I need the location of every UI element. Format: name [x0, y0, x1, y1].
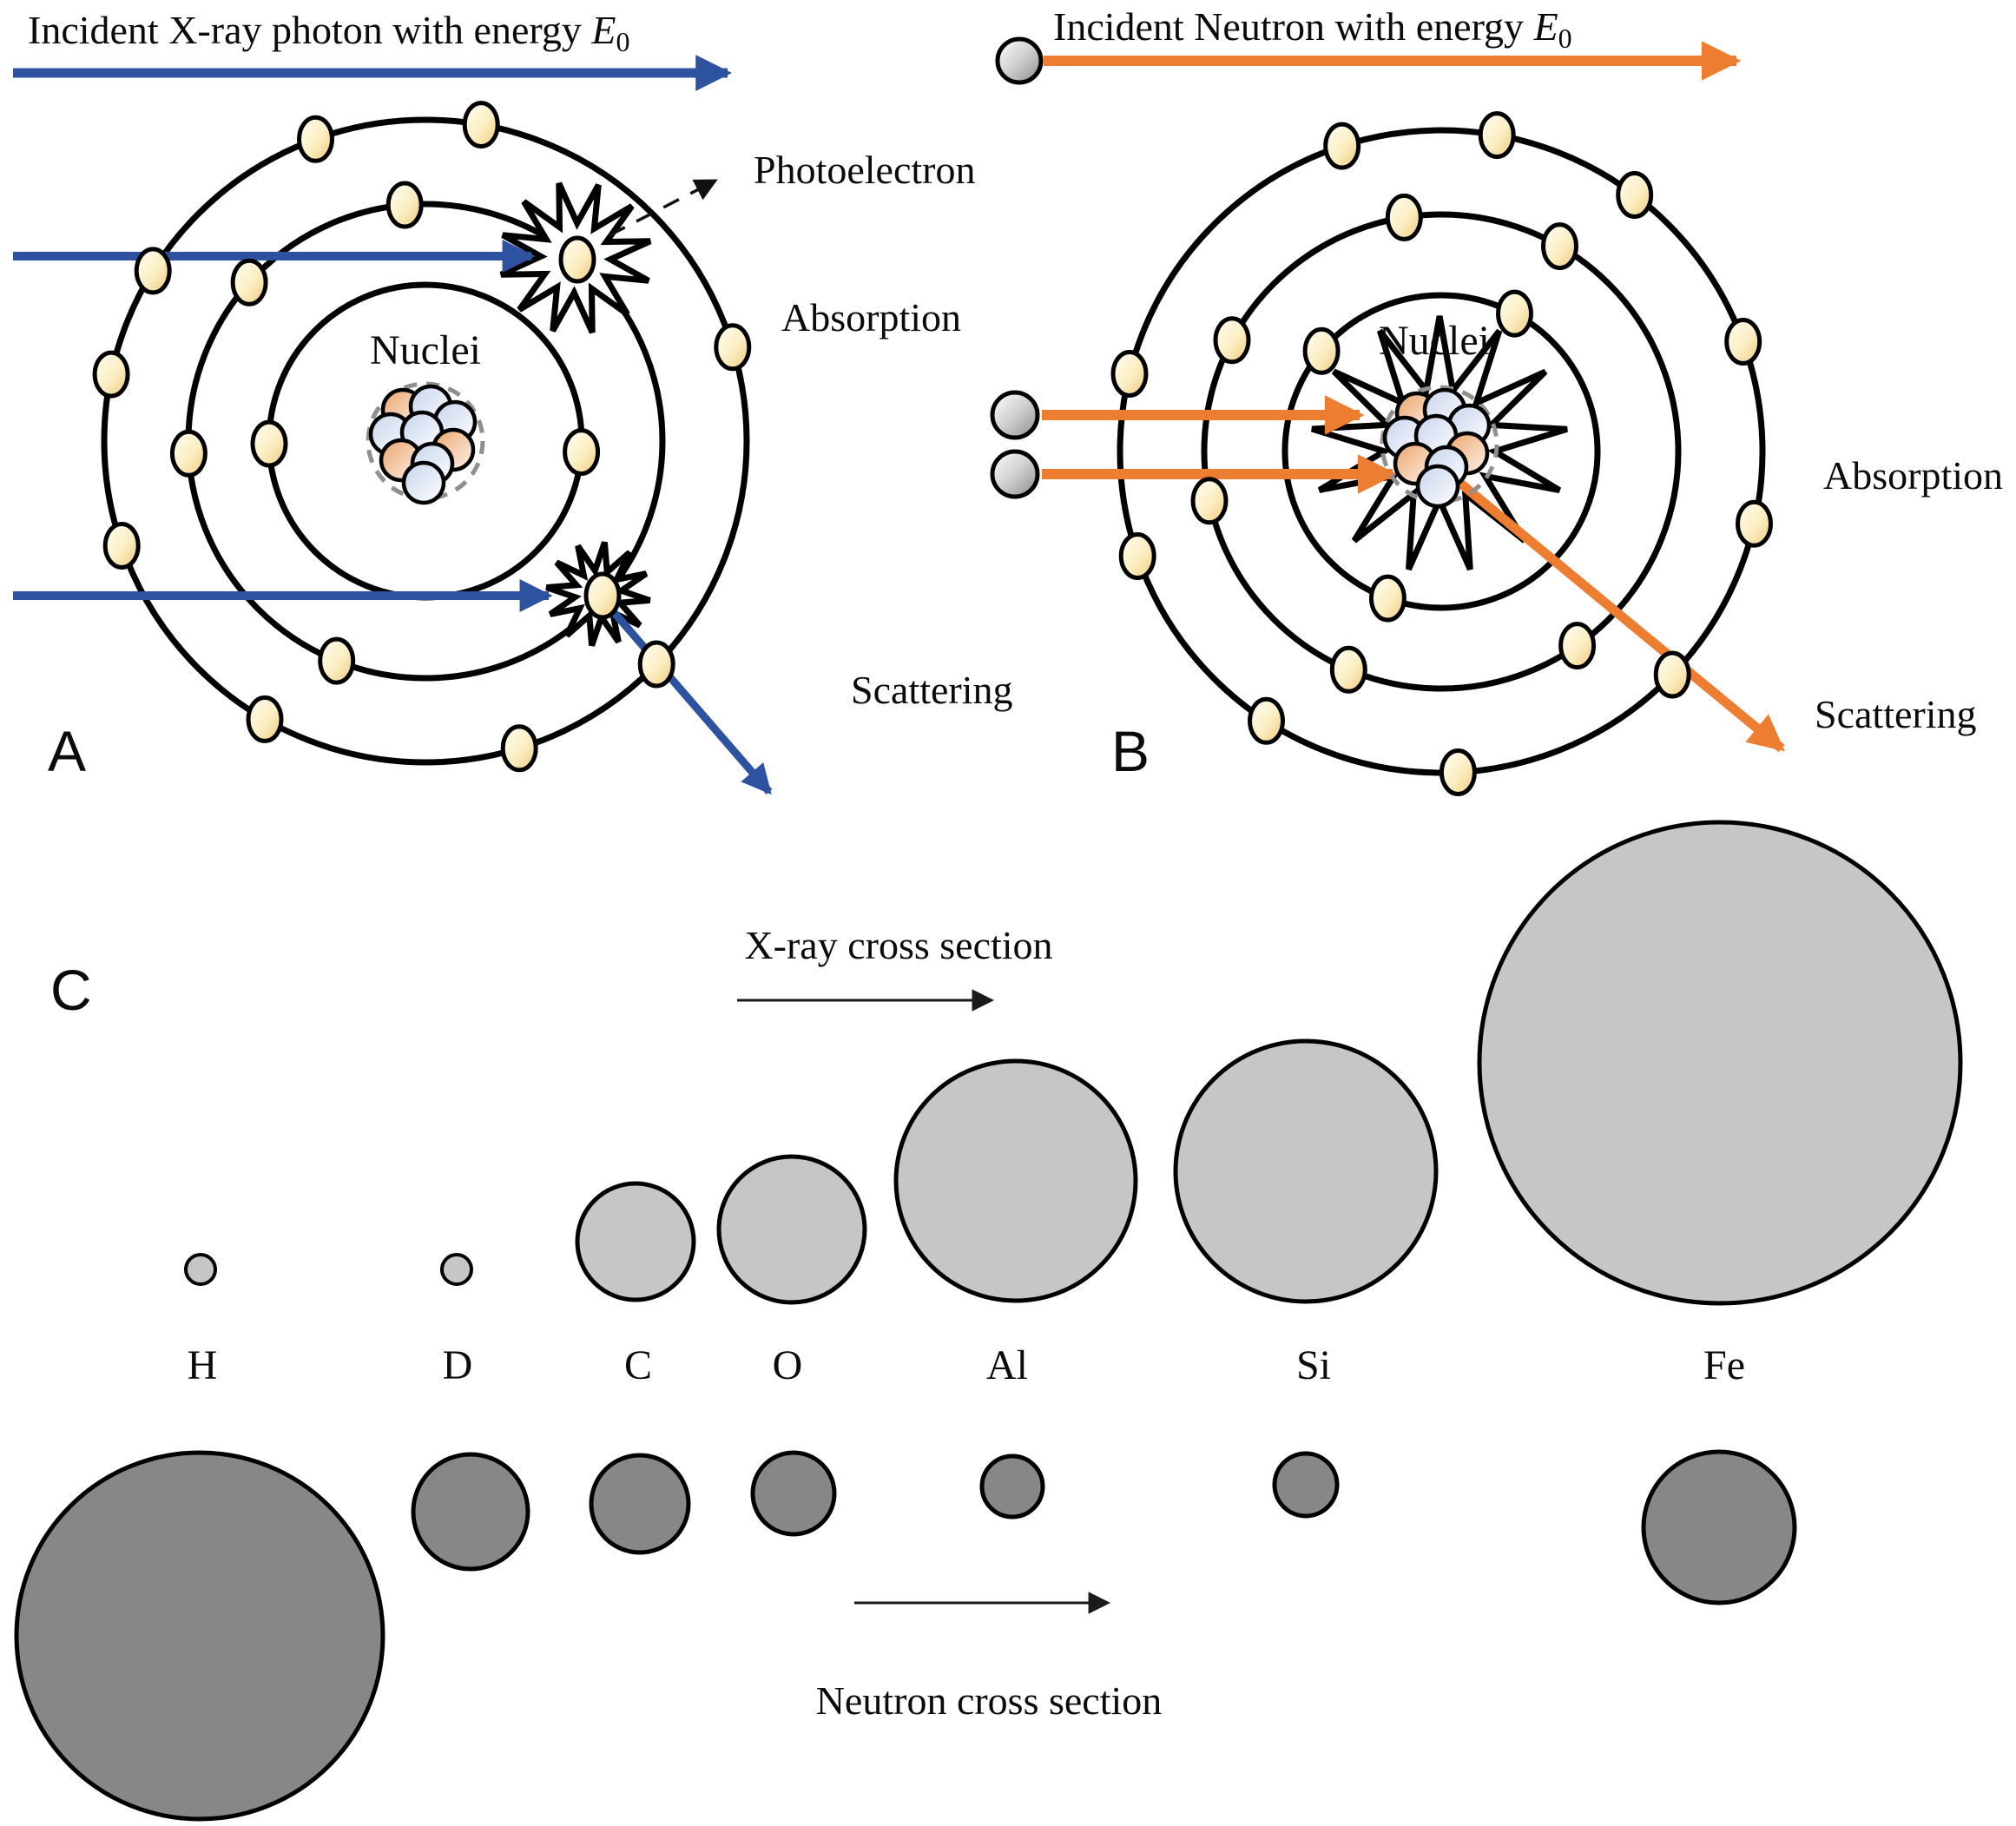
- electron-icon: [1439, 748, 1477, 796]
- neutron-ball-icon: [990, 390, 1040, 440]
- nucleus-a-icon: [366, 381, 485, 505]
- absorption-label-a: Absorption: [781, 295, 961, 339]
- electron-icon: [250, 419, 288, 468]
- xray-cross-section-circle-Fe: [1477, 820, 1963, 1306]
- electron-icon: [297, 115, 334, 163]
- xray-cross-section-circle-O: [716, 1154, 867, 1305]
- atom-b-inner-shell: [1281, 292, 1601, 611]
- xray-cross-section-circle-Al: [893, 1058, 1138, 1303]
- scattering-label-b: Scattering: [1815, 692, 1977, 736]
- electron-icon: [500, 724, 538, 773]
- nuclei-label-a: Nuclei: [370, 327, 481, 373]
- panel-b: Incident Neutron with energy E0 Nuclei A…: [990, 4, 2003, 796]
- electron-icon: [1213, 316, 1251, 365]
- electron-icon: [246, 695, 284, 743]
- nucleus-boundary-icon: [366, 381, 485, 501]
- nucleus-b-icon: [1380, 385, 1499, 509]
- panel-a: Incident X-ray photon with energy E0 Nuc…: [13, 8, 1013, 795]
- neutron-cross-section-circle-D: [411, 1452, 530, 1572]
- panel-c-letter: C: [50, 958, 92, 1022]
- electron-icon: [1118, 532, 1156, 580]
- panel-a-letter: A: [48, 719, 86, 783]
- neutron-cross-section-circle-C: [589, 1453, 691, 1555]
- nuclei-label-b: Nuclei: [1379, 318, 1490, 364]
- element-label-C: C: [624, 1342, 652, 1388]
- incident-neutron-icon: [995, 36, 1044, 85]
- electron-icon: [1653, 650, 1691, 699]
- electron-icon: [1724, 318, 1762, 366]
- neutron-ball-icon: [990, 449, 1040, 499]
- electron-icon: [1302, 326, 1341, 375]
- electron-icon: [1385, 193, 1423, 241]
- scattering-label-a: Scattering: [851, 668, 1013, 712]
- neutron-cross-section-circle-O: [750, 1450, 837, 1537]
- electron-icon: [1558, 622, 1597, 670]
- electron-icon: [1368, 574, 1407, 623]
- element-label-Fe: Fe: [1703, 1342, 1745, 1388]
- electron-icon: [1329, 645, 1367, 694]
- neutron-cross-section-circle-Si: [1272, 1451, 1340, 1519]
- neutron-scattered-arrow-icon: [1440, 465, 1785, 753]
- xray-cross-section-circle-H: [184, 1253, 217, 1286]
- xray-cross-section-circle-D: [440, 1253, 473, 1286]
- atom-b-electrons: [1110, 111, 1773, 796]
- electron-icon: [1616, 171, 1654, 219]
- panel-a-title: Incident X-ray photon with energy E0: [28, 8, 629, 57]
- panel-b-title: Incident Neutron with energy E0: [1053, 4, 1572, 54]
- xray-cross-section-circle-C: [575, 1181, 696, 1302]
- neutron-cross-section-circle-Al: [979, 1454, 1045, 1519]
- atom-a-electrons: [92, 101, 752, 773]
- electron-icon: [385, 181, 424, 229]
- electron-icon: [1478, 111, 1516, 160]
- electron-icon: [102, 522, 141, 570]
- absorption-label-b: Absorption: [1823, 453, 2003, 498]
- electron-icon: [714, 323, 752, 372]
- neutron-cross-section-circle-H: [14, 1450, 385, 1822]
- xray-cross-section-header: X-ray cross section: [744, 923, 1052, 967]
- electron-icon: [1496, 289, 1533, 338]
- electron-icon: [230, 258, 268, 307]
- photoelectron-arrow-icon: [609, 179, 718, 237]
- neutron-nucleon-icon: [401, 460, 446, 505]
- panel-b-letter: B: [1111, 719, 1150, 783]
- neutron-nucleon-icon: [1415, 464, 1460, 509]
- electron-icon: [558, 235, 596, 284]
- electron-icon: [462, 101, 500, 149]
- electron-icon: [134, 247, 172, 295]
- electron-icon: [92, 350, 130, 399]
- electron-icon: [318, 636, 356, 685]
- electron-icon: [583, 571, 622, 620]
- electron-icon: [169, 429, 208, 478]
- electron-icon: [1110, 350, 1149, 398]
- electron-icon: [1541, 222, 1578, 271]
- neutron-cross-section-header: Neutron cross section: [816, 1678, 1163, 1723]
- electron-icon: [1248, 696, 1285, 745]
- atom-a-outer-shell: [101, 116, 750, 766]
- electron-icon: [563, 428, 601, 477]
- electron-icon: [1190, 477, 1229, 525]
- cross-section-bubbles: H D C O Al Si Fe: [14, 820, 1963, 1822]
- xray-cross-section-circle-Si: [1173, 1038, 1439, 1304]
- neutron-cross-section-circle-Fe: [1641, 1449, 1797, 1605]
- electron-icon: [1736, 499, 1773, 548]
- electron-icon: [637, 640, 675, 689]
- element-label-Si: Si: [1296, 1342, 1331, 1388]
- element-label-O: O: [773, 1342, 803, 1388]
- xray-scattered-arrow-icon: [604, 603, 773, 795]
- panel-c: C X-ray cross section H D C O Al Si Fe Neutron…: [14, 820, 1963, 1822]
- element-label-D: D: [443, 1342, 473, 1388]
- element-label-Al: Al: [986, 1342, 1028, 1388]
- photoelectron-label: Photoelectron: [754, 148, 976, 192]
- electron-icon: [1323, 122, 1361, 170]
- element-label-H: H: [188, 1342, 218, 1388]
- atom-b-middle-shell: [1201, 211, 1682, 692]
